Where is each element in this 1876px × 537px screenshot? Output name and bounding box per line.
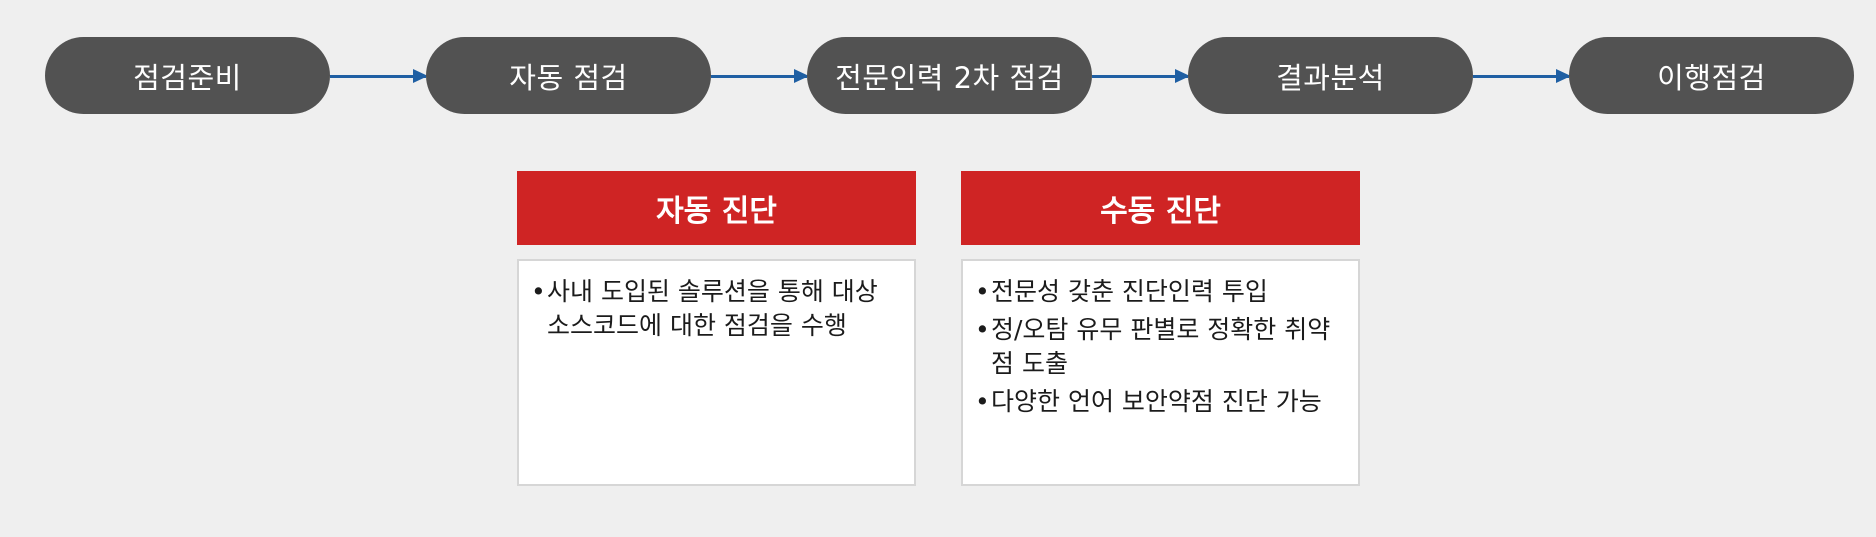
flow-step-label: 전문인력 2차 점검	[835, 60, 1064, 95]
flow-step-label: 이행점검	[1657, 60, 1766, 95]
process-flow: 점검준비 자동 점검 전문인력 2차 점검 결과분석 이행점검	[0, 0, 1876, 140]
panel-title: 수동 진단	[961, 171, 1360, 245]
flow-step-preparation: 점검준비	[45, 37, 330, 114]
flow-arrow	[711, 69, 809, 83]
bullet-text: 정/오탐 유무 판별로 정확한 취약점 도출	[991, 315, 1331, 378]
flow-step-label: 결과분석	[1276, 60, 1385, 95]
flow-step-expert-check: 전문인력 2차 점검	[807, 37, 1092, 114]
bullet-text: 전문성 갖춘 진단인력 투입	[991, 277, 1268, 306]
bullet-dot: •	[531, 277, 546, 306]
panel-body: • 사내 도입된 솔루션을 통해 대상 소스코드에 대한 점검을 수행	[517, 259, 916, 486]
flow-step-label: 점검준비	[133, 60, 242, 95]
flow-step-auto-check: 자동 점검	[426, 37, 711, 114]
flow-step-label: 자동 점검	[509, 60, 628, 95]
flow-step-follow-up: 이행점검	[1569, 37, 1854, 114]
bullet-item: • 다양한 언어 보안약점 진단 가능	[975, 385, 1348, 419]
panel-body: • 전문성 갖춘 진단인력 투입 • 정/오탐 유무 판별로 정확한 취약점 도…	[961, 259, 1360, 486]
bullet-dot: •	[975, 315, 990, 344]
bullet-item: • 정/오탐 유무 판별로 정확한 취약점 도출	[975, 313, 1348, 381]
bullet-dot: •	[975, 387, 990, 416]
bullet-dot: •	[975, 277, 990, 306]
panel-title: 자동 진단	[517, 171, 916, 245]
manual-diagnosis-panel: 수동 진단 • 전문성 갖춘 진단인력 투입 • 정/오탐 유무 판별로 정확한…	[961, 171, 1360, 486]
flow-arrow	[330, 69, 428, 83]
bullet-text: 사내 도입된 솔루션을 통해 대상 소스코드에 대한 점검을 수행	[547, 277, 878, 340]
flow-arrow	[1473, 69, 1571, 83]
flow-step-analysis: 결과분석	[1188, 37, 1473, 114]
bullet-item: • 전문성 갖춘 진단인력 투입	[975, 275, 1348, 309]
flow-arrow	[1092, 69, 1190, 83]
auto-diagnosis-panel: 자동 진단 • 사내 도입된 솔루션을 통해 대상 소스코드에 대한 점검을 수…	[517, 171, 916, 486]
bullet-item: • 사내 도입된 솔루션을 통해 대상 소스코드에 대한 점검을 수행	[531, 275, 904, 343]
bullet-text: 다양한 언어 보안약점 진단 가능	[991, 387, 1322, 416]
